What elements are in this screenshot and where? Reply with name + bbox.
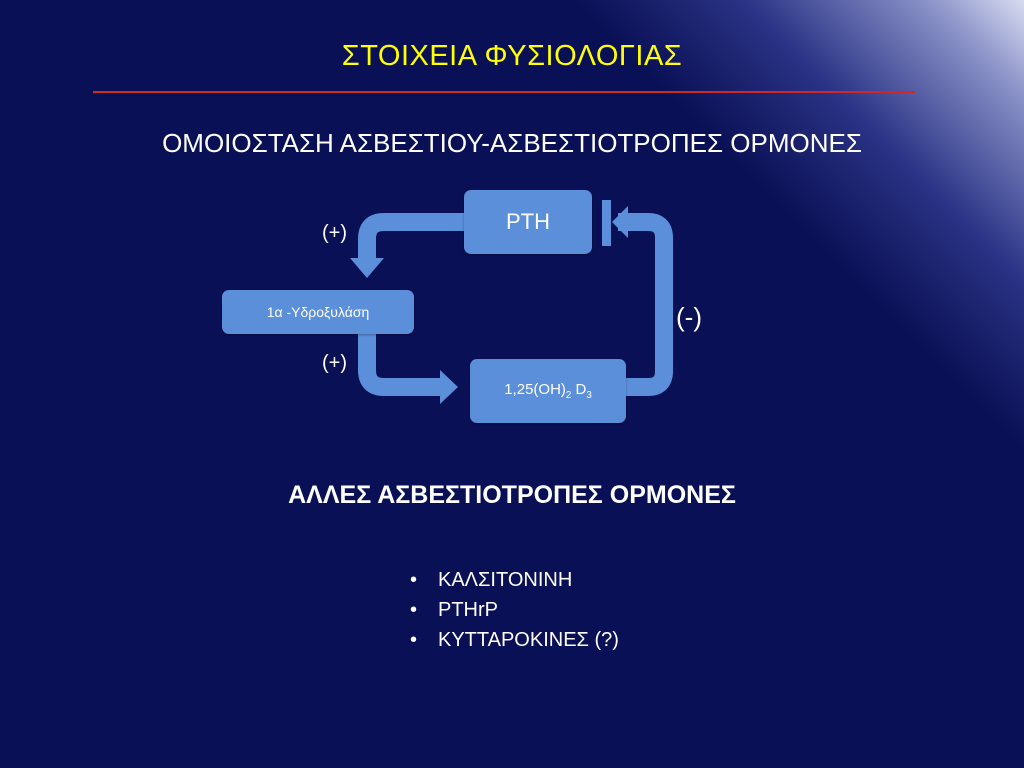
vitd-subscript-2: 2 xyxy=(565,390,572,401)
bullet-dot: • xyxy=(410,569,418,591)
arrowhead-pth-to-hydroxylase xyxy=(350,258,384,278)
section-heading: ΑΛΛΕΣ ΑΣΒΕΣΤΙΟΤΡΟΠΕΣ ΟΡΜΟΝΕΣ xyxy=(288,481,736,509)
arrowhead-vitd-to-pth xyxy=(612,206,628,238)
arrow-vitd-to-pth xyxy=(618,213,673,396)
vitd-subscript-3: 3 xyxy=(586,390,592,401)
vitamin-d3-node: 1,25(OH)2 D3 xyxy=(470,359,626,423)
slide-subtitle: ΟΜΟΙΟΣΤΑΣΗ ΑΣΒΕΣΤΙΟΥ-ΑΣΒΕΣΤΙΟΤΡΟΠΕΣ ΟΡΜΟ… xyxy=(162,128,862,158)
bullet-dot: • xyxy=(410,629,418,651)
pth-node: PTH xyxy=(464,190,592,254)
vitamin-d3-label: 1,25(OH)2 D3 xyxy=(504,381,592,401)
edge-sign-hydroxylase-vitd: (+) xyxy=(322,352,347,374)
vitd-prefix: 1,25(OH) xyxy=(504,381,566,398)
arrowhead-hydroxylase-to-vitd xyxy=(440,370,458,404)
slide-title: ΣΤΟΙΧΕΙΑ ΦΥΣΙΟΛΟΓΙΑΣ xyxy=(341,40,683,72)
edge-sign-vitd-pth: (-) xyxy=(676,302,702,332)
hydroxylase-node: 1α -Υδροξυλάση xyxy=(222,290,414,334)
list-item: • ΚΥΤΤΑΡΟΚΙΝΕΣ (?) xyxy=(410,625,619,655)
pth-label: PTH xyxy=(506,209,550,234)
list-item-text: ΚΥΤΤΑΡΟΚΙΝΕΣ (?) xyxy=(438,629,619,651)
title-underline xyxy=(93,91,915,93)
list-item: • ΚΑΛΣΙΤΟΝΙΝΗ xyxy=(410,565,619,595)
hydroxylase-label: 1α -Υδροξυλάση xyxy=(266,304,370,320)
bullet-dot: • xyxy=(410,599,418,621)
list-item: • PTHrP xyxy=(410,595,619,625)
list-item-text: ΚΑΛΣΙΤΟΝΙΝΗ xyxy=(438,569,573,591)
arrow-pth-to-hydroxylase xyxy=(358,213,464,258)
vitd-d: D xyxy=(571,381,587,398)
list-item-text: PTHrP xyxy=(438,599,498,621)
hormone-list: • ΚΑΛΣΙΤΟΝΙΝΗ • PTHrP • ΚΥΤΤΑΡΟΚΙΝΕΣ (?) xyxy=(410,565,619,655)
inhibition-bar xyxy=(602,200,611,246)
edge-sign-pth-hydroxylase: (+) xyxy=(322,222,347,244)
arrow-hydroxylase-to-vitd xyxy=(358,334,440,396)
